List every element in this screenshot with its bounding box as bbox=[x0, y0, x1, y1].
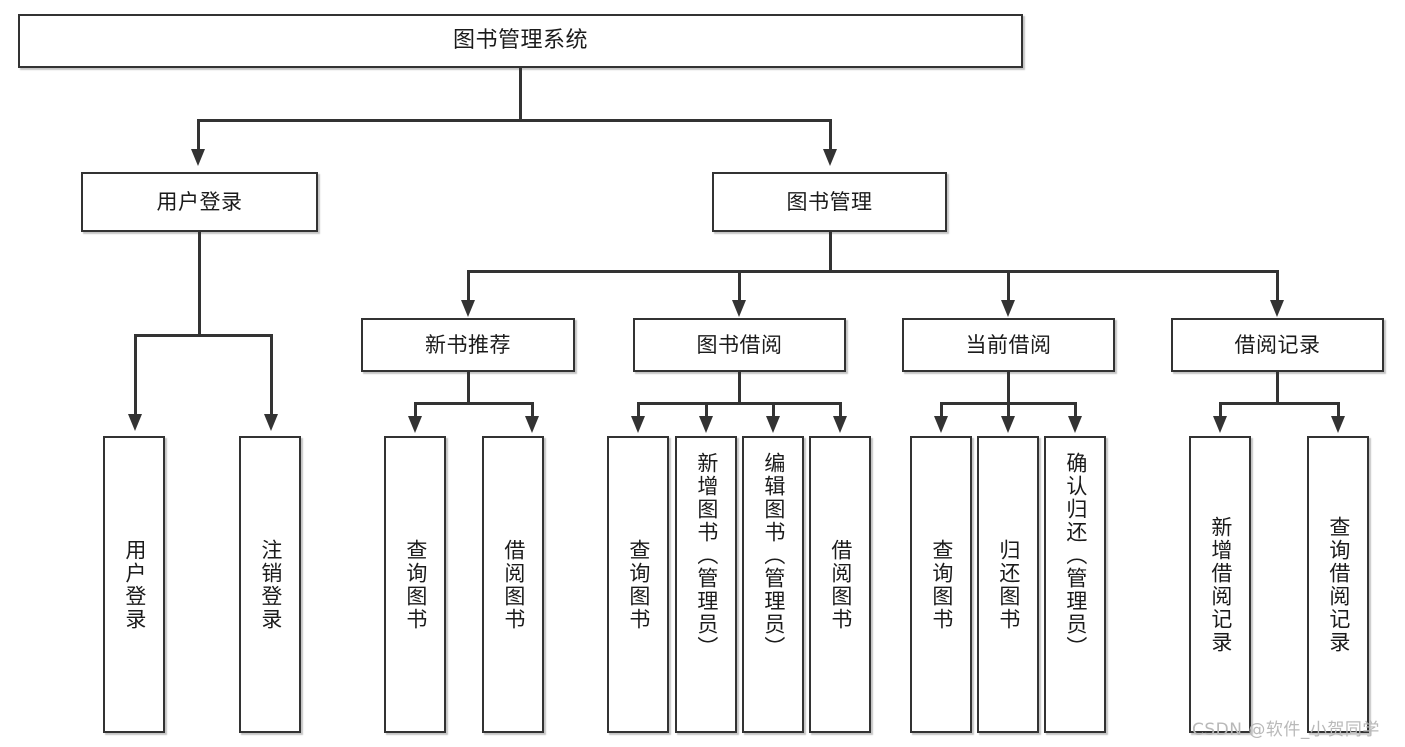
node-book-borrow[interactable]: 图书借阅 bbox=[633, 318, 846, 372]
connector-current-drop-2 bbox=[1007, 402, 1010, 418]
leaf-add-borrow-record[interactable]: 新增借阅记录 bbox=[1189, 436, 1251, 733]
leaf-query-borrow-record[interactable]: 查询借阅记录 bbox=[1307, 436, 1369, 733]
leaf-query-book-recommend[interactable]: 查询图书 bbox=[384, 436, 446, 733]
arrow-newbook-2 bbox=[525, 416, 539, 433]
node-user-login[interactable]: 用户登录 bbox=[81, 172, 318, 232]
node-borrow-records[interactable]: 借阅记录 bbox=[1171, 318, 1384, 372]
connector-newbook-drop-2 bbox=[531, 402, 534, 418]
connector-newbook-bus bbox=[414, 402, 533, 405]
node-label: 当前借阅 bbox=[965, 332, 1052, 357]
connector-current-stem bbox=[1007, 372, 1010, 404]
leaf-borrow-book[interactable]: 借阅图书 bbox=[809, 436, 871, 733]
node-label: 图书管理 bbox=[786, 189, 873, 214]
arrow-level1-1 bbox=[191, 149, 205, 166]
connector-borrow-drop-1 bbox=[637, 402, 640, 418]
node-label: 借阅图书 bbox=[501, 538, 526, 631]
connector-records-stem bbox=[1276, 372, 1279, 404]
node-label: 确认归还（管理员） bbox=[1063, 452, 1088, 659]
node-book-management[interactable]: 图书管理 bbox=[712, 172, 947, 232]
arrow-borrow-4 bbox=[833, 416, 847, 433]
arrow-level1-2 bbox=[823, 149, 837, 166]
connector-userlogin-drop-2 bbox=[270, 334, 273, 416]
connector-borrow-drop-2 bbox=[705, 402, 708, 418]
connector-newbook-drop-1 bbox=[414, 402, 417, 418]
leaf-add-book-admin[interactable]: 新增图书（管理员） bbox=[675, 436, 737, 733]
connector-root-stem bbox=[519, 68, 522, 120]
leaf-return-book[interactable]: 归还图书 bbox=[977, 436, 1039, 733]
node-label: 查询图书 bbox=[403, 538, 428, 631]
leaf-query-book-current[interactable]: 查询图书 bbox=[910, 436, 972, 733]
connector-borrow-drop-3 bbox=[772, 402, 775, 418]
node-label: 编辑图书（管理员） bbox=[761, 452, 786, 659]
arrow-userlogin-1 bbox=[128, 414, 142, 431]
connector-level2-drop-1 bbox=[467, 270, 470, 302]
connector-bookmgmt-stem bbox=[829, 232, 832, 272]
node-label: 借阅记录 bbox=[1234, 332, 1321, 357]
connector-userlogin-stem bbox=[198, 232, 201, 336]
connector-level1-bus bbox=[197, 119, 831, 122]
node-label: 图书管理系统 bbox=[452, 28, 588, 54]
node-root-system[interactable]: 图书管理系统 bbox=[18, 14, 1023, 68]
connector-level2-drop-3 bbox=[1007, 270, 1010, 302]
arrow-level2-2 bbox=[732, 300, 746, 317]
connector-borrow-drop-4 bbox=[839, 402, 842, 418]
node-label: 新书推荐 bbox=[425, 332, 511, 357]
connector-level2-drop-4 bbox=[1276, 270, 1279, 302]
connector-records-bus bbox=[1219, 402, 1339, 405]
connector-current-drop-3 bbox=[1074, 402, 1077, 418]
arrow-newbook-1 bbox=[408, 416, 422, 433]
connector-borrow-bus bbox=[637, 402, 841, 405]
leaf-logout[interactable]: 注销登录 bbox=[239, 436, 301, 733]
node-label: 注销登录 bbox=[258, 538, 283, 631]
node-label: 借阅图书 bbox=[828, 538, 853, 631]
node-new-book-recommend[interactable]: 新书推荐 bbox=[361, 318, 575, 372]
node-current-borrow[interactable]: 当前借阅 bbox=[902, 318, 1115, 372]
node-label: 图书借阅 bbox=[696, 332, 783, 357]
connector-level2-drop-2 bbox=[738, 270, 741, 302]
connector-level2-bus bbox=[467, 270, 1278, 273]
leaf-confirm-return-admin[interactable]: 确认归还（管理员） bbox=[1044, 436, 1106, 733]
connector-userlogin-bus bbox=[134, 334, 273, 337]
watermark-text: CSDN @软件_小贺同学 bbox=[1192, 720, 1380, 740]
connector-level1-drop-1 bbox=[197, 119, 200, 151]
node-label: 查询图书 bbox=[929, 538, 954, 631]
arrow-level2-1 bbox=[461, 300, 475, 317]
connector-borrow-stem bbox=[738, 372, 741, 404]
arrow-records-2 bbox=[1331, 416, 1345, 433]
connector-level1-drop-2 bbox=[829, 119, 832, 151]
node-label: 查询图书 bbox=[626, 538, 651, 631]
node-label: 新增图书（管理员） bbox=[694, 452, 719, 659]
arrow-current-3 bbox=[1068, 416, 1082, 433]
arrow-level2-4 bbox=[1270, 300, 1284, 317]
node-label: 新增借阅记录 bbox=[1208, 515, 1233, 654]
connector-records-drop-2 bbox=[1337, 402, 1340, 418]
arrow-borrow-1 bbox=[631, 416, 645, 433]
arrow-level2-3 bbox=[1001, 300, 1015, 317]
connector-userlogin-drop-1 bbox=[134, 334, 137, 416]
arrow-borrow-3 bbox=[766, 416, 780, 433]
arrow-records-1 bbox=[1213, 416, 1227, 433]
node-label: 用户登录 bbox=[122, 538, 147, 631]
arrow-current-1 bbox=[934, 416, 948, 433]
node-label: 归还图书 bbox=[996, 538, 1021, 631]
leaf-edit-book-admin[interactable]: 编辑图书（管理员） bbox=[742, 436, 804, 733]
leaf-borrow-book-recommend[interactable]: 借阅图书 bbox=[482, 436, 544, 733]
connector-records-drop-1 bbox=[1219, 402, 1222, 418]
connector-current-drop-1 bbox=[940, 402, 943, 418]
arrow-current-2 bbox=[1001, 416, 1015, 433]
connector-newbook-stem bbox=[467, 372, 470, 404]
arrow-borrow-2 bbox=[699, 416, 713, 433]
leaf-user-login[interactable]: 用户登录 bbox=[103, 436, 165, 733]
node-label: 查询借阅记录 bbox=[1326, 515, 1351, 654]
arrow-userlogin-2 bbox=[264, 414, 278, 431]
leaf-query-book-borrow[interactable]: 查询图书 bbox=[607, 436, 669, 733]
node-label: 用户登录 bbox=[156, 189, 243, 214]
